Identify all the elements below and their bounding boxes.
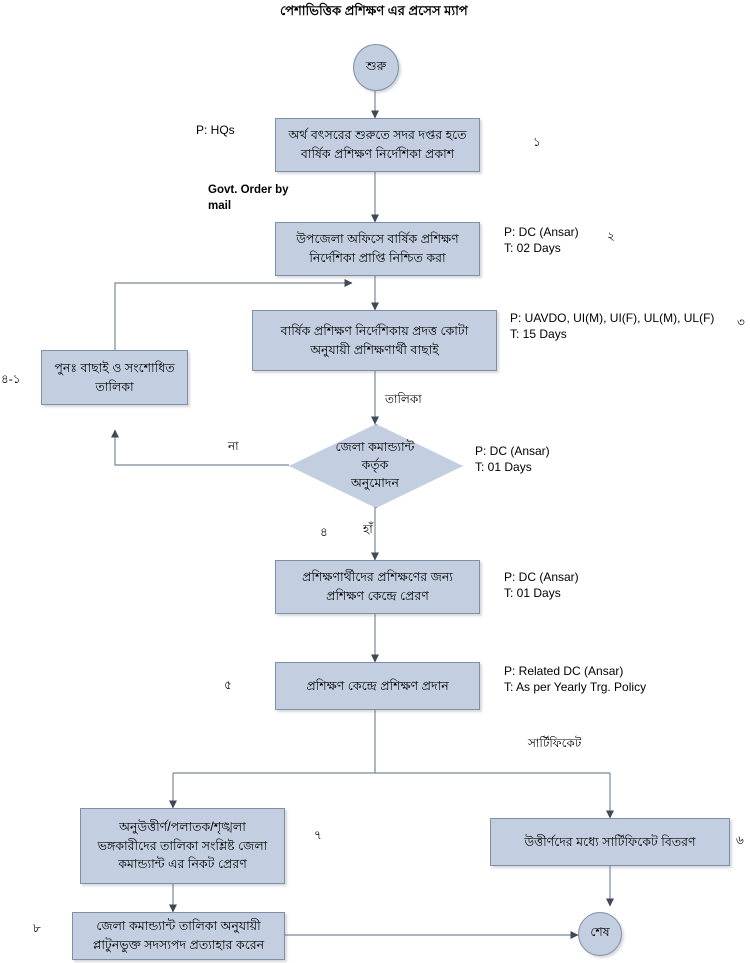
step-number-4-1: ৪-১ — [1, 372, 21, 386]
node-certificate-label: উত্তীর্ণদের মধ্যে সার্টিফিকেট বিতরণ — [524, 834, 696, 849]
node-step5-label: প্রশিক্ষণার্থীদের প্রশিক্ষণের জন্য প্রশি… — [302, 570, 453, 603]
note-step6-role: P: Related DC (Ansar) T: As per Yearly T… — [504, 664, 647, 695]
page-title: পেশাভিত্তিক প্রশিক্ষণ এর প্রসেস ম্যাপ — [280, 3, 468, 18]
node-withdraw: জেলা কমান্ড্যান্ট তালিকা অনুযায়ী প্লাটু… — [72, 912, 285, 960]
step-number-5: ৫ — [224, 678, 232, 692]
note-step2-role: P: DC (Ansar) T: 02 Days — [504, 225, 579, 256]
node-rework-label: পুনঃ বাছাই ও সংশোধিত তালিকা — [54, 360, 175, 394]
node-start: শুরু — [353, 44, 399, 91]
step-number-7: ৭ — [314, 828, 322, 842]
node-fail-list: অনুউত্তীর্ণ/পলাতক/শৃঙ্খলা ভঙ্গকারীদের তা… — [80, 808, 285, 884]
node-step3-label: বার্ষিক প্রশিক্ষণ নির্দেশিকায় প্রদত্ত ক… — [280, 323, 469, 357]
node-step2: উপজেলা অফিসে বার্ষিক প্রশিক্ষণ নির্দেশিক… — [275, 222, 480, 276]
node-end: শেষ — [578, 912, 622, 956]
step-number-3: ৩ — [737, 315, 745, 329]
node-withdraw-label: জেলা কমান্ড্যান্ট তালিকা অনুযায়ী প্লাটু… — [92, 919, 265, 952]
note-step5-role: P: DC (Ansar) T: 01 Days — [504, 570, 579, 601]
node-end-label: শেষ — [590, 925, 610, 939]
node-certificate: উত্তীর্ণদের মধ্যে সার্টিফিকেট বিতরণ — [490, 818, 730, 866]
node-decision-label: জেলা কমান্ড্যান্ট কর্তৃক অনুমোদন — [335, 439, 415, 491]
step-number-6: ৬ — [736, 833, 744, 847]
step-number-4: ৪ — [320, 525, 328, 539]
edge-label-list: তালিকা — [385, 392, 422, 406]
note-decision-role: P: DC (Ansar) T: 01 Days — [475, 444, 550, 475]
node-step5: প্রশিক্ষণার্থীদের প্রশিক্ষণের জন্য প্রশি… — [275, 560, 480, 614]
edge-label-yes: হাঁ — [363, 522, 373, 536]
node-rework: পুনঃ বাছাই ও সংশোধিত তালিকা — [41, 350, 188, 405]
note-step3-role: P: UAVDO, UI(M), UI(F), UL(M), UL(F) T: … — [510, 311, 715, 342]
step-number-2: ২ — [607, 229, 615, 243]
note-govt-order: Govt. Order by mail — [208, 184, 289, 212]
edge-label-no: না — [228, 439, 239, 453]
node-step1: অর্থ বৎসরের শুরুতে সদর দপ্তর হতে বার্ষিক… — [275, 118, 480, 172]
node-start-label: শুরু — [365, 58, 387, 73]
node-decision-approval: জেলা কমান্ড্যান্ট কর্তৃক অনুমোদন — [289, 424, 463, 508]
step-number-8: ৮ — [33, 921, 41, 935]
node-step6: প্রশিক্ষণ কেন্দ্রে প্রশিক্ষণ প্রদান — [275, 662, 480, 710]
step-number-1: ১ — [533, 135, 541, 149]
node-step3: বার্ষিক প্রশিক্ষণ নির্দেশিকায় প্রদত্ত ক… — [252, 310, 497, 371]
node-step6-label: প্রশিক্ষণ কেন্দ্রে প্রশিক্ষণ প্রদান — [306, 678, 449, 693]
node-step2-label: উপজেলা অফিসে বার্ষিক প্রশিক্ষণ নির্দেশিক… — [296, 232, 459, 265]
edge-label-certificate: সার্টিফিকেট — [528, 736, 582, 750]
note-step1-role: P: HQs — [196, 123, 235, 137]
node-fail-list-label: অনুউত্তীর্ণ/পলাতক/শৃঙ্খলা ভঙ্গকারীদের তা… — [97, 819, 268, 872]
node-step1-label: অর্থ বৎসরের শুরুতে সদর দপ্তর হতে বার্ষিক… — [288, 128, 467, 161]
